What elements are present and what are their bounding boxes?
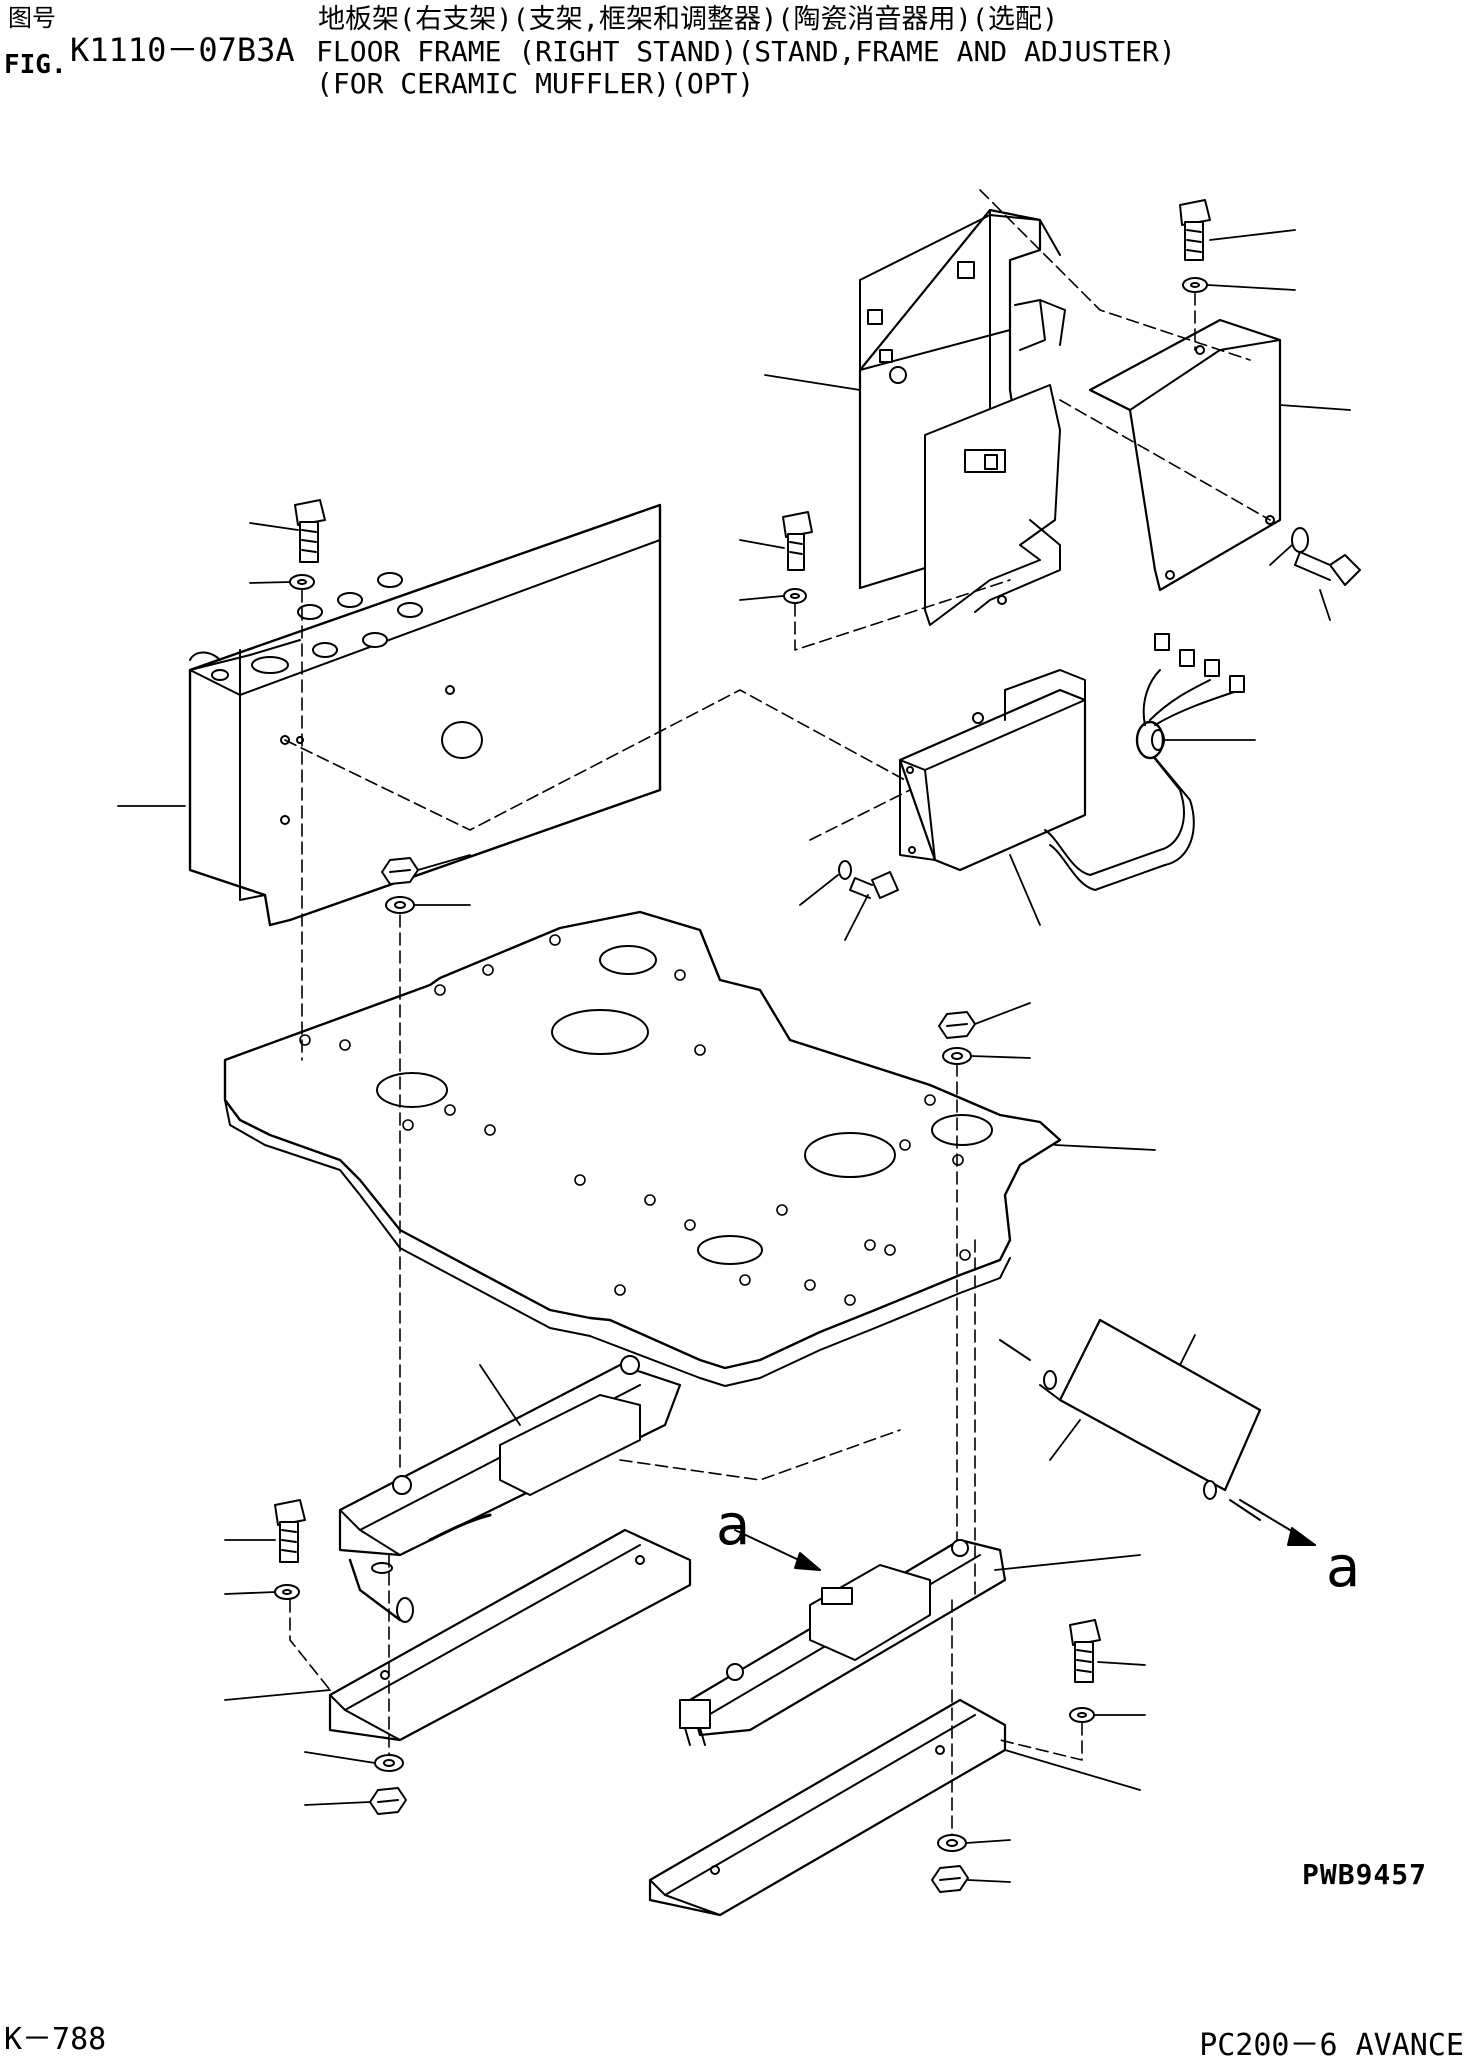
title-chinese: 地板架(右支架)(支架,框架和调整器)(陶瓷消音器用)(选配): [318, 4, 1059, 35]
view-a-marker-left: a: [716, 1493, 751, 1558]
figure-label-chinese: 图号: [8, 4, 56, 32]
assembly-lines: [285, 190, 1270, 1835]
left-rail: [330, 1530, 690, 1740]
view-a-marker-right: a: [1326, 1535, 1361, 1600]
figure-number: K1110－07B3A: [70, 31, 295, 69]
leader-lines: [118, 230, 1350, 1882]
right-slide-adjuster: [680, 1540, 1005, 1745]
washers: [275, 278, 1308, 1851]
right-stand-bracket: [190, 505, 660, 925]
title-english-line1: FLOOR FRAME (RIGHT STAND)(STAND,FRAME AN…: [316, 35, 1176, 68]
figure-label-english: FIG.: [4, 50, 67, 80]
machine-model: PC200－6 AVANCE: [1199, 2028, 1464, 2063]
view-arrows: [735, 1500, 1315, 1570]
title-english-line2: (FOR CERAMIC MUFFLER)(OPT): [316, 67, 755, 100]
bolts: [275, 200, 1360, 1682]
page-number: K－788: [4, 2022, 107, 2057]
controller-unit: [900, 634, 1244, 890]
spring-pin-assembly: [1000, 1320, 1260, 1520]
left-slide-adjuster: [340, 1356, 680, 1622]
controller-cover: [1090, 320, 1280, 590]
nuts: [370, 858, 975, 1892]
upper-stand: [860, 210, 1065, 625]
floor-plate: [225, 912, 1060, 1386]
drawing-code: PWB9457: [1302, 1858, 1428, 1891]
